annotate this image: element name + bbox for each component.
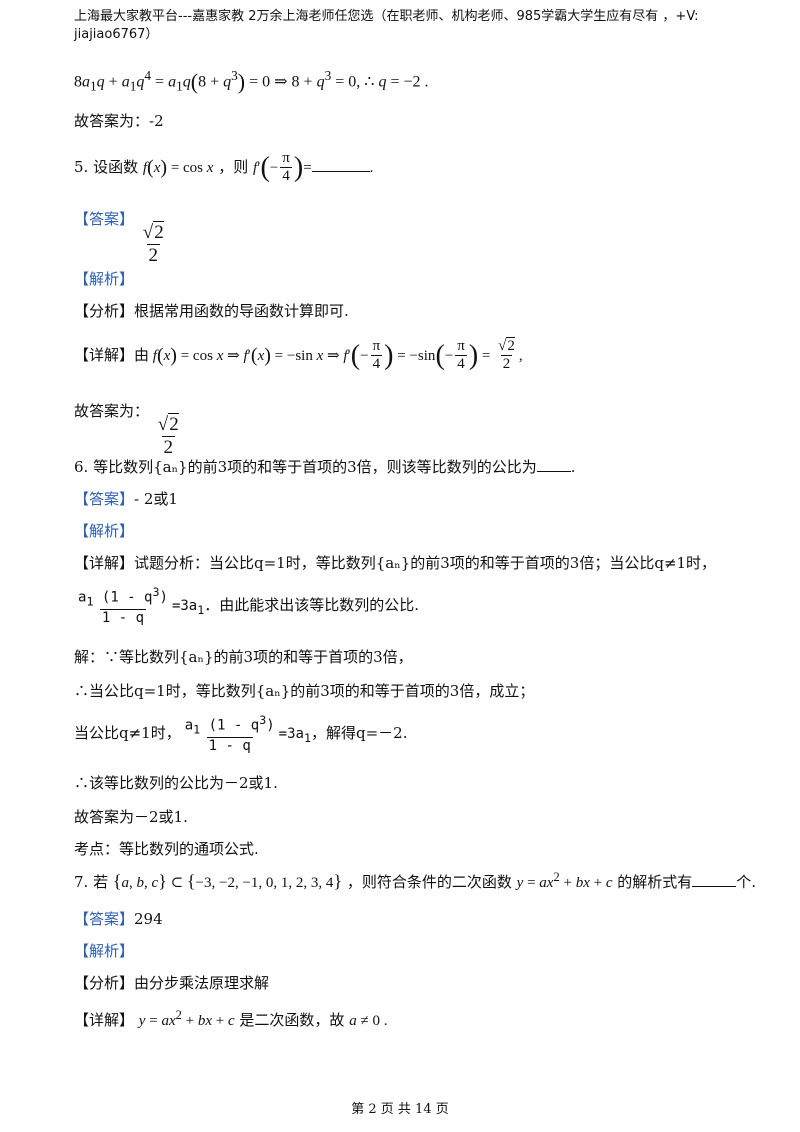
q7-answer-blank: [692, 872, 737, 887]
q5-detail: 【详解】由 f(x) = cos x ⇒ f′(x) = −sin x ⇒ f′…: [74, 337, 523, 373]
q6-solution-5: 故答案为－2或1.: [74, 808, 188, 826]
q7-fenxi-text: 由分步乘法原理求解: [134, 974, 270, 992]
q5-answer-blank: [311, 157, 370, 172]
q5-answer-label: 【答案】: [74, 210, 135, 228]
q7-detail-label: 【详解】: [74, 1011, 135, 1029]
q7-analysis-label: 【解析】: [74, 942, 135, 960]
q5-stem-mid: ，则: [218, 157, 249, 176]
q5-detail-label: 【详解】: [74, 345, 135, 364]
q7-fenxi: 【分析】由分步乘法原理求解: [74, 972, 760, 993]
q7-stem: 7. 若 {a, b, c} ⊂ {−3, −2, −1, 0, 1, 2, 3…: [74, 870, 757, 891]
q6-answer-blank: [536, 457, 571, 472]
q7-detail: 【详解】 y = ax2 + bx + c 是二次函数，故 a ≠ 0 .: [74, 1008, 388, 1029]
header-line-1: 上海最大家教平台---嘉惠家教 2万余上海老师任您选（在职老师、机构老师、985…: [74, 9, 699, 24]
q6-solution-2: ∴当公比q=1时，等比数列{aₙ}的前3项的和等于首项的3倍，成立；: [74, 682, 535, 700]
q6-solution-4: ∴该等比数列的公比为－2或1.: [74, 774, 278, 792]
q7-answer-value: 294: [134, 910, 163, 928]
q5-conclusion-text: 故答案为：: [74, 402, 150, 420]
q6-analysis-label: 【解析】: [74, 522, 135, 540]
q6-kaodian: 考点：等比数列的通项公式.: [74, 840, 259, 858]
header-line-2: jiajiao6767）: [74, 27, 159, 42]
q5-fenxi-text: 根据常用函数的导函数计算即可.: [134, 302, 349, 320]
q6-detail-2: a1 (1 - q3)1 - q=3a1．由此能求出该等比数列的公比.: [78, 585, 420, 626]
q7-answer: 【答案】294: [74, 908, 760, 929]
q7-stem-mid: ，则符合条件的二次函数: [346, 873, 512, 891]
q7-stem-pre: 7. 若: [74, 873, 109, 891]
q6-solution-3-post: ，解得q=－2.: [311, 723, 408, 742]
q5-fenxi: 【分析】根据常用函数的导函数计算即可.: [74, 300, 760, 321]
q6-solution-3-pre: 当公比q≠1时，: [74, 723, 181, 742]
q7-fenxi-label: 【分析】: [74, 974, 135, 992]
q7-answer-label: 【答案】: [74, 910, 135, 928]
q7-stem-post: 的解析式有: [617, 873, 693, 891]
q6-stem: 6. 等比数列{aₙ}的前3项的和等于首项的3倍，则该等比数列的公比为.: [74, 457, 576, 476]
q6-solution-1: 解：∵等比数列{aₙ}的前3项的和等于首项的3倍，: [74, 648, 413, 666]
page-header: 上海最大家教平台---嘉惠家教 2万余上海老师任您选（在职老师、机构老师、985…: [74, 8, 770, 44]
q4-conclusion: 故答案为：-2: [74, 112, 164, 130]
q6-answer-value: - 2或1: [134, 490, 178, 508]
q7-stem-end: 个.: [736, 873, 757, 891]
q6-answer-label: 【答案】: [74, 490, 135, 508]
q6-detail-label: 【详解】: [74, 554, 135, 572]
q7-detail-mid: 是二次函数，故: [239, 1011, 345, 1029]
page-footer: 第 2 页 共 14 页: [351, 1102, 449, 1117]
q6-stem-text: 6. 等比数列{aₙ}的前3项的和等于首项的3倍，则该等比数列的公比为: [74, 458, 537, 476]
q6-solution-3: 当公比q≠1时，a1 (1 - q3)1 - q=3a1，解得q=－2.: [74, 713, 408, 754]
q6-detail-2-text: ．由此能求出该等比数列的公比.: [204, 595, 420, 614]
q6-answer: 【答案】- 2或1: [74, 488, 760, 509]
q4-equation: 8a1q + a1q4 = a1q(8 + q3) = 0 ⇒ 8 + q3 =…: [74, 68, 429, 94]
q5-fenxi-label: 【分析】: [74, 302, 135, 320]
q6-detail-1-text: 试题分析：当公比q=1时，等比数列{aₙ}的前3项的和等于首项的3倍；当公比q≠…: [134, 554, 717, 572]
q5-analysis-label: 【解析】: [74, 270, 135, 288]
q5-stem-text: 5. 设函数: [74, 157, 139, 176]
q6-detail-1: 【详解】试题分析：当公比q=1时，等比数列{aₙ}的前3项的和等于首项的3倍；当…: [74, 552, 760, 573]
